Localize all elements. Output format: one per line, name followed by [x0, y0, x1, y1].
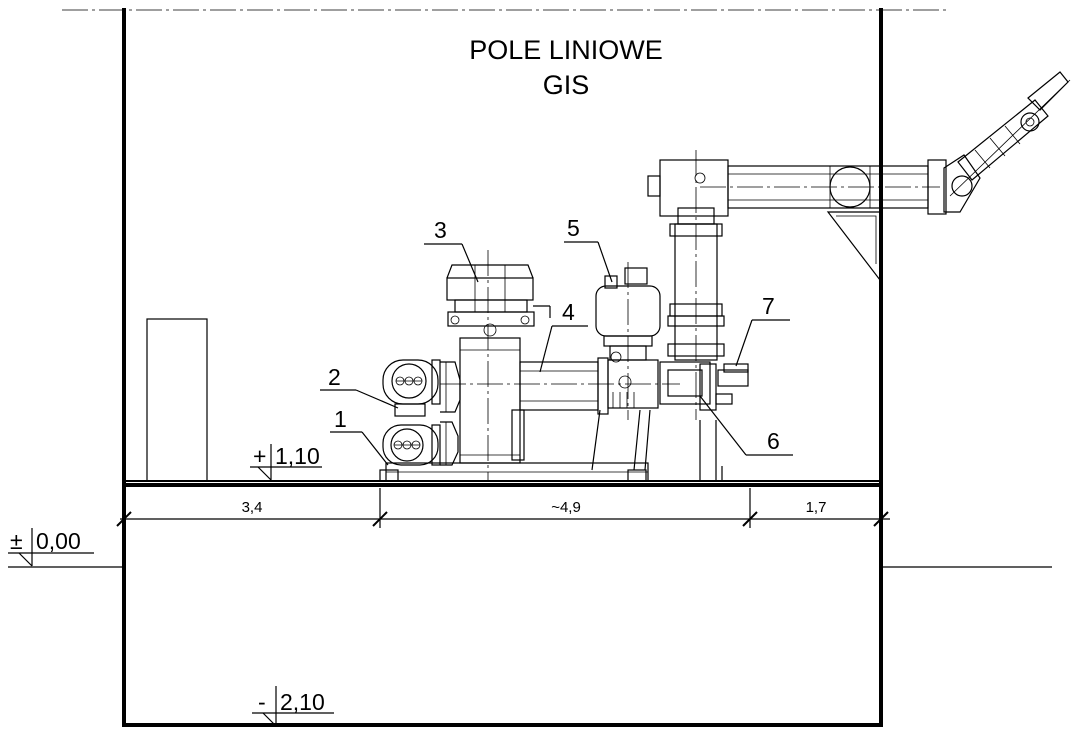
cable-box	[715, 363, 749, 405]
callout-6: 6	[767, 428, 780, 454]
busbar-drum-upper	[382, 359, 441, 417]
disconnector-module	[591, 359, 659, 471]
elevation-floor-sign: +	[253, 443, 266, 469]
upper-busduct	[647, 159, 947, 225]
riser-column	[659, 150, 725, 420]
wall-bracket	[826, 211, 881, 282]
elevation-floor: + 1,10	[250, 443, 322, 481]
elevation-ground: ± 0,00	[8, 528, 94, 567]
callout-2: 2	[328, 364, 341, 390]
callout-3: 3	[434, 217, 447, 243]
elevation-floor-value: 1,10	[275, 443, 320, 469]
callout-5: 5	[567, 215, 580, 241]
callout-4: 4	[562, 299, 575, 325]
title-line-1: POLE LINIOWE	[469, 35, 663, 65]
callout-7: 7	[762, 293, 775, 319]
circuit-breaker	[446, 250, 551, 480]
callout-leaders	[320, 241, 793, 466]
elevation-basement-value: 2,10	[280, 689, 325, 715]
dimension-left: 3,4	[242, 499, 263, 516]
outdoor-bushing	[943, 71, 1071, 213]
current-transformer-duct	[440, 357, 680, 461]
dimension-middle: ~4,9	[551, 499, 581, 516]
dimension-right: 1,7	[806, 499, 827, 516]
callout-1: 1	[334, 406, 347, 432]
building-outline	[122, 8, 883, 727]
voltage-transformer	[595, 262, 661, 420]
busbar-drum-lower	[382, 424, 441, 466]
drum-flanges	[440, 361, 461, 466]
elevation-ground-sign: ±	[10, 528, 23, 554]
control-cabinet	[146, 318, 208, 482]
elevation-ground-value: 0,00	[36, 528, 81, 554]
elevation-basement-sign: -	[258, 689, 266, 715]
dimension-line	[116, 488, 890, 528]
title-line-2: GIS	[543, 70, 590, 100]
elevation-basement: - 2,10	[252, 686, 334, 727]
